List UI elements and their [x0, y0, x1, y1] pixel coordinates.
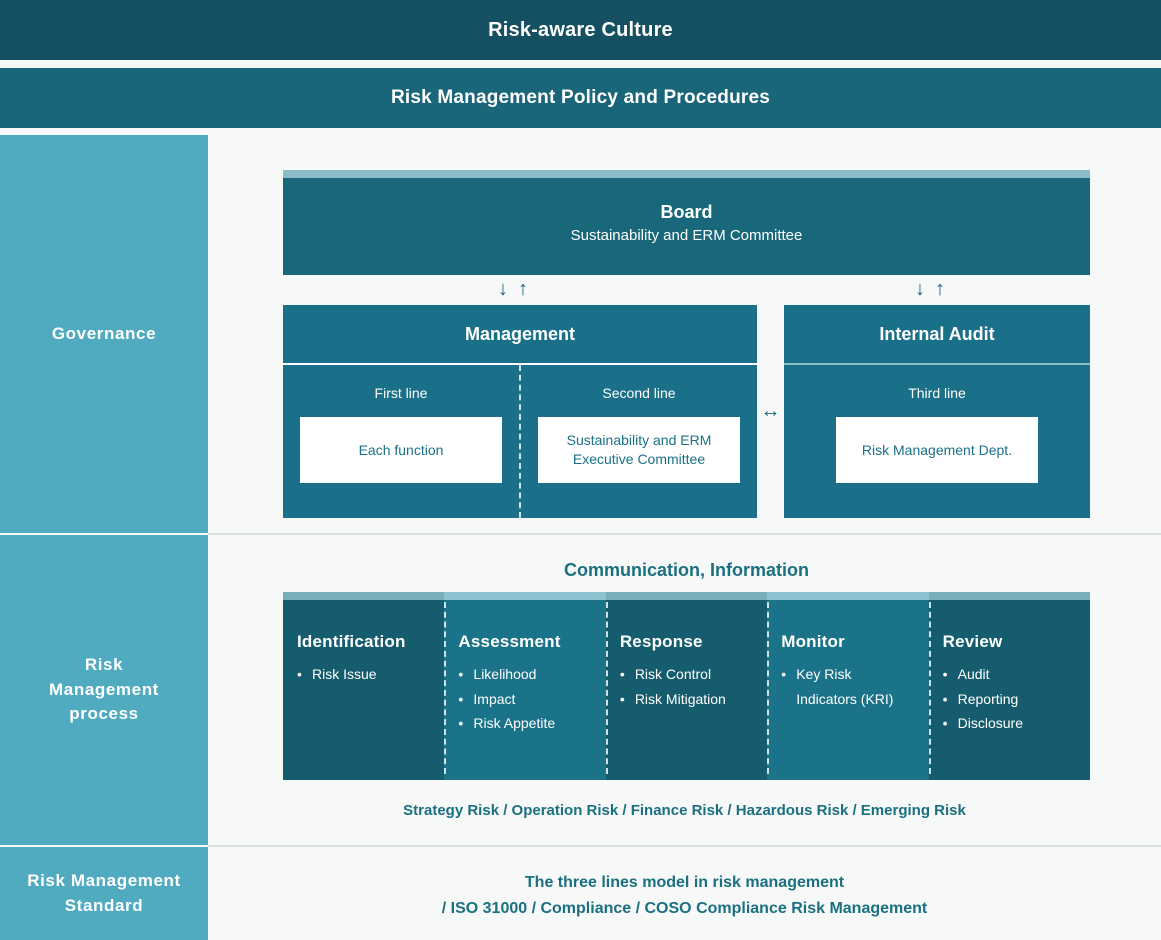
third-line-label: Third line [908, 385, 966, 401]
first-line-label: First line [374, 385, 428, 401]
divider-process-standard [208, 845, 1161, 847]
management-first-line-column: First line Each function [283, 365, 519, 518]
standard-pane [208, 847, 1161, 940]
process-step-title: Response [619, 632, 703, 651]
process-step-assessment: Assessment Likelihood Impact Risk Appeti… [444, 592, 606, 780]
arrow-up-icon: ↑ [935, 278, 945, 300]
process-step-item: Key Risk Indicators (KRI) [781, 662, 914, 711]
arrow-down-icon: ↓ [498, 278, 508, 300]
process-step-title: Identification [297, 632, 406, 651]
board-subtitle: Sustainability and ERM Committee [570, 226, 803, 244]
divider-governance-process [208, 533, 1161, 535]
rail-governance-label: Governance [51, 323, 157, 343]
process-step-accent-bar [605, 592, 768, 600]
process-step-response: Response Risk Control Risk Mitigation [605, 592, 768, 780]
management-audit-bidirectional-arrow-icon: ↔ [757, 398, 784, 424]
process-step-item: Audit [943, 662, 1076, 687]
process-step-monitor: Monitor Key Risk Indicators (KRI) [767, 592, 929, 780]
risk-management-policy-label: Risk Management Policy and Procedures [390, 87, 771, 108]
process-step-accent-bar [444, 592, 606, 600]
process-step-item: Risk Appetite [458, 711, 591, 736]
communication-information-label: Communication, Information [564, 560, 809, 580]
risk-aware-culture-banner: Risk-aware Culture [0, 0, 1161, 60]
process-step-item: Risk Issue [297, 662, 430, 687]
process-step-title: Assessment [458, 632, 561, 651]
board-title: Board [660, 201, 713, 222]
board-internal-audit-arrows: ↓ ↑ [915, 279, 945, 299]
first-line-card: Each function [300, 417, 502, 483]
internal-audit-title: Internal Audit [784, 305, 1090, 365]
board-management-arrows: ↓ ↑ [498, 279, 528, 299]
arrow-down-icon: ↓ [915, 278, 925, 300]
process-step-items: Risk Issue [297, 662, 430, 687]
process-step-items: Audit Reporting Disclosure [943, 662, 1076, 736]
process-step-item: Risk Control [620, 662, 753, 687]
board-box: Board Sustainability and ERM Committee [283, 170, 1090, 275]
process-step-accent-bar [283, 592, 445, 600]
process-step-item: Reporting [943, 687, 1076, 712]
process-step-title: Monitor [781, 632, 845, 651]
arrow-up-icon: ↑ [518, 278, 528, 300]
third-line-card: Risk Management Dept. [836, 417, 1038, 483]
risk-aware-culture-label: Risk-aware Culture [488, 18, 673, 41]
management-lines: First line Each function Second line Sus… [283, 365, 757, 518]
risk-types-line: Strategy Risk / Operation Risk / Finance… [403, 802, 966, 819]
internal-audit-box: Internal Audit Third line Risk Managemen… [784, 305, 1090, 518]
process-step-item: Impact [458, 687, 591, 712]
standard-line-1: The three lines model in risk management [524, 874, 845, 891]
internal-audit-third-line-column: Third line Risk Management Dept. [784, 365, 1090, 518]
process-step-title: Review [942, 632, 1003, 651]
process-step-item: Risk Mitigation [620, 687, 753, 712]
risk-management-policy-banner: Risk Management Policy and Procedures [0, 68, 1161, 128]
board-top-accent-bar [283, 170, 1090, 178]
arrow-left-right-icon: ↔ [760, 399, 781, 422]
second-line-label: Second line [602, 385, 676, 401]
standard-line-2: / ISO 31000 / Compliance / COSO Complian… [441, 899, 928, 917]
management-title: Management [283, 305, 757, 365]
risk-management-standard-text: The three lines model in risk management… [208, 870, 1161, 921]
process-step-accent-bar [928, 592, 1091, 600]
process-step-item: Likelihood [458, 662, 591, 687]
process-step-review: Review Audit Reporting Disclosure [928, 592, 1091, 780]
process-step-items: Key Risk Indicators (KRI) [781, 662, 914, 711]
rail-section-governance: Governance [0, 135, 208, 533]
risk-management-process-strip: Identification Risk Issue Assessment Lik… [283, 592, 1091, 780]
process-step-items: Risk Control Risk Mitigation [620, 662, 753, 711]
process-step-identification: Identification Risk Issue [283, 592, 445, 780]
process-step-items: Likelihood Impact Risk Appetite [458, 662, 591, 736]
process-step-accent-bar [767, 592, 929, 600]
process-step-item: Disclosure [943, 711, 1076, 736]
management-box: Management First line Each function Seco… [283, 305, 757, 518]
